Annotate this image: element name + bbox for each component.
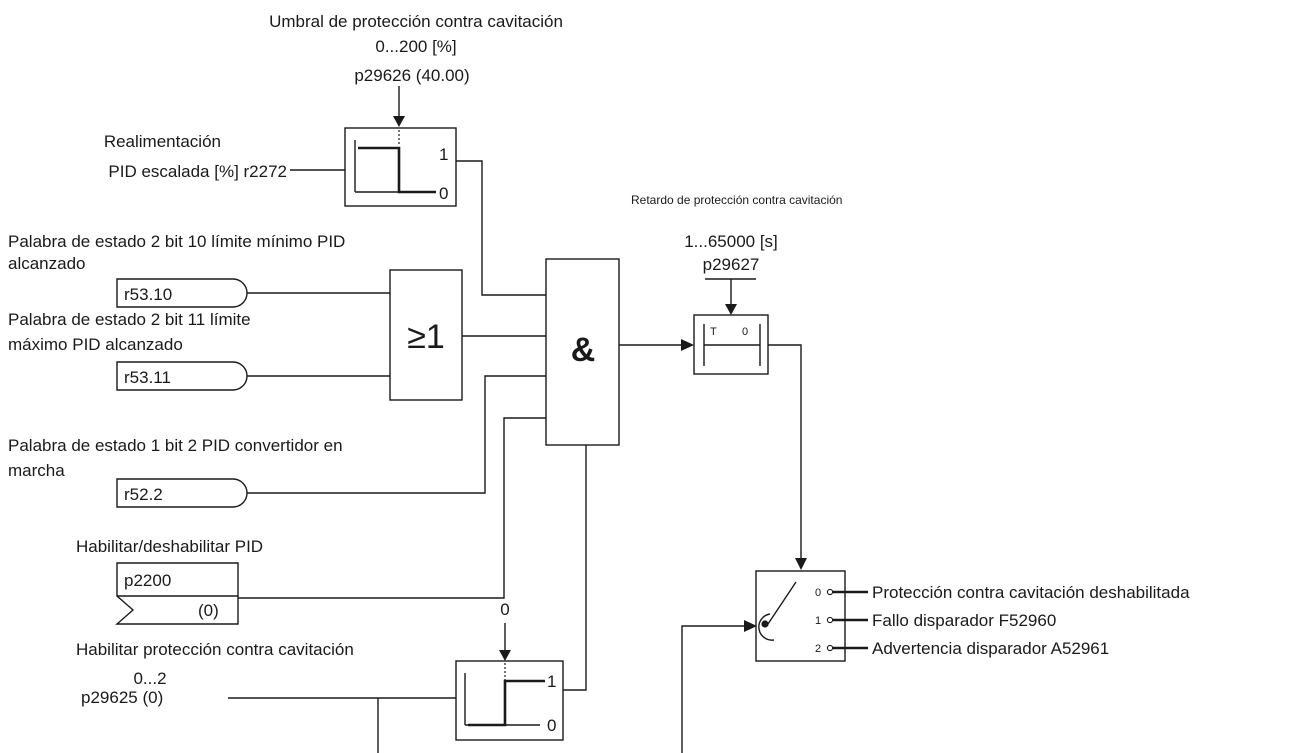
and-gate-box bbox=[545, 258, 620, 446]
delay-range: 1...65000 [s] bbox=[684, 232, 778, 251]
threshold-out-low: 0 bbox=[439, 184, 448, 203]
r52-2-to-and-line bbox=[247, 375, 546, 494]
delay-title: Retardo de protección contra cavitación bbox=[631, 193, 842, 207]
threshold-out-high: 1 bbox=[439, 145, 448, 164]
delay-to-selector-arrow bbox=[795, 558, 807, 570]
threshold-title: Umbral de protección contra cavitación bbox=[269, 12, 563, 31]
threshold-to-and-line bbox=[456, 160, 546, 296]
r53-11-connector bbox=[116, 361, 248, 391]
cav-threshold-input-arrow bbox=[499, 650, 511, 661]
selector-out-0-index: 0 bbox=[815, 587, 821, 599]
threshold-param: p29626 (40.00) bbox=[354, 66, 469, 85]
delay-param: p29627 bbox=[703, 255, 760, 274]
p2200-param: p2200 bbox=[124, 571, 171, 590]
selector-out-1-label: Fallo disparador F52960 bbox=[872, 611, 1056, 630]
status-min-label-2: alcanzado bbox=[8, 254, 86, 273]
status-max-label-2: máximo PID alcanzado bbox=[8, 335, 183, 354]
and-gate-symbol: & bbox=[571, 331, 596, 369]
selector-out-1-terminal bbox=[826, 616, 834, 624]
delay-zero-label: 0 bbox=[742, 326, 748, 338]
cav-enable-to-selector-arrow bbox=[744, 620, 757, 632]
r52-2-tag: r52.2 bbox=[124, 485, 163, 504]
or-gate-box bbox=[389, 269, 463, 401]
delay-to-selector-line bbox=[768, 344, 802, 560]
p2200-default: (0) bbox=[198, 601, 219, 620]
cav-enable-to-selector-line bbox=[681, 625, 746, 753]
r53-10-tag: r53.10 bbox=[124, 285, 172, 304]
pid-enable-label: Habilitar/deshabilitar PID bbox=[76, 537, 263, 556]
r53-11-tag: r53.11 bbox=[124, 368, 171, 387]
and-to-delay-arrow bbox=[681, 339, 694, 351]
cav-enable-param: p29625 (0) bbox=[81, 688, 163, 707]
selector-pivot bbox=[761, 620, 769, 628]
cav-step-curve bbox=[468, 679, 545, 727]
or-gate-symbol: ≥1 bbox=[407, 318, 445, 356]
cav-out-high: 1 bbox=[547, 672, 556, 691]
cav-enable-range: 0...2 bbox=[133, 669, 166, 688]
threshold-comparator-box bbox=[344, 127, 457, 207]
cav-threshold-input-value: 0 bbox=[500, 600, 509, 619]
cav-out-low: 0 bbox=[547, 716, 556, 735]
selector-out-2-terminal bbox=[826, 644, 834, 652]
selector-out-1-index: 1 bbox=[815, 615, 821, 627]
delay-input-arrow bbox=[725, 304, 737, 315]
selector-arc bbox=[758, 613, 775, 641]
r53-10-connector bbox=[116, 278, 248, 308]
selector-out-2-label: Advertencia disparador A52961 bbox=[872, 639, 1109, 658]
selector-out-0-label: Protección contra cavitación deshabilita… bbox=[872, 583, 1190, 602]
cav-comparator-box bbox=[455, 660, 564, 741]
status-running-label-2: marcha bbox=[8, 461, 65, 480]
r52-2-connector bbox=[116, 478, 248, 508]
threshold-input-arrow bbox=[393, 116, 405, 127]
threshold-range: 0...200 [%] bbox=[375, 37, 456, 56]
feedback-label-2: PID escalada [%] r2272 bbox=[108, 162, 287, 181]
status-min-label-1: Palabra de estado 2 bit 10 límite mínimo… bbox=[8, 232, 345, 251]
p2200-to-and-line bbox=[238, 417, 546, 599]
selector-out-2-index: 2 bbox=[815, 643, 821, 655]
selector-out-0-terminal bbox=[826, 588, 834, 596]
feedback-label-1: Realimentación bbox=[104, 132, 221, 151]
status-running-label-1: Palabra de estado 1 bit 2 PID convertido… bbox=[8, 436, 343, 455]
selector-switch-arm bbox=[767, 581, 797, 625]
threshold-step-curve bbox=[358, 146, 436, 194]
cav-enable-to-and-line bbox=[563, 445, 587, 691]
delay-t-label: T bbox=[710, 326, 717, 338]
status-max-label-1: Palabra de estado 2 bit 11 límite bbox=[8, 310, 251, 329]
cav-enable-label: Habilitar protección contra cavitación bbox=[76, 640, 354, 659]
